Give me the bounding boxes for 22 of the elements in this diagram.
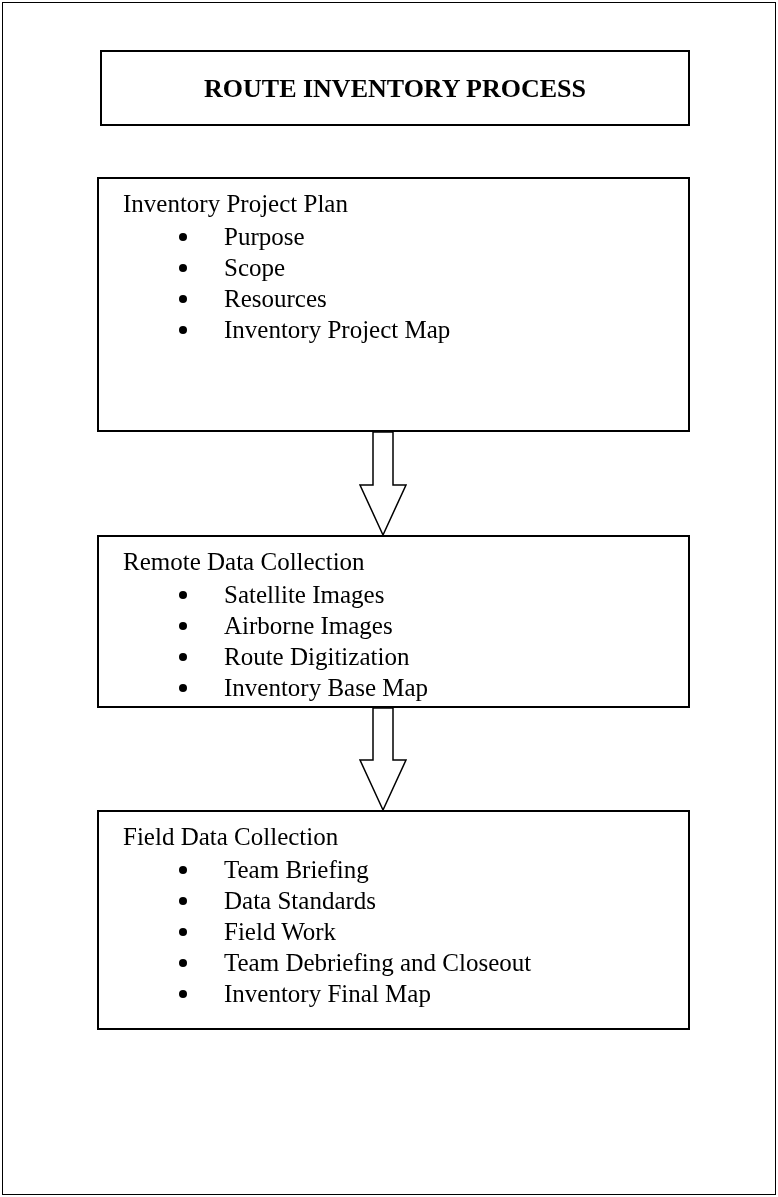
hollow-arrow xyxy=(358,707,408,812)
bullet-item: Inventory Project Map xyxy=(224,315,451,345)
bullet-item: Inventory Base Map xyxy=(224,673,429,703)
process-box xyxy=(97,177,690,432)
bullet-item: Resources xyxy=(224,284,327,314)
bullet-item: Scope xyxy=(224,253,286,283)
bullet-item: Data Standards xyxy=(224,886,377,916)
bullet-item: Airborne Images xyxy=(224,611,393,641)
bullet-item: Field Work xyxy=(224,917,337,947)
box-heading: Remote Data Collection xyxy=(123,547,366,577)
bullet-item: Purpose xyxy=(224,222,305,252)
bullet-item: Team Debriefing and Closeout xyxy=(224,948,532,978)
box-heading: Field Data Collection xyxy=(123,822,340,852)
title: ROUTE INVENTORY PROCESS xyxy=(204,72,586,105)
bullet-item: Team Briefing xyxy=(224,855,369,885)
hollow-arrow xyxy=(358,431,408,537)
process-box xyxy=(97,810,690,1030)
bullet-item: Satellite Images xyxy=(224,580,385,610)
box-heading: Inventory Project Plan xyxy=(123,189,349,219)
process-box xyxy=(97,535,690,708)
bullet-item: Route Digitization xyxy=(224,642,410,672)
bullet-item: Inventory Final Map xyxy=(224,979,431,1009)
